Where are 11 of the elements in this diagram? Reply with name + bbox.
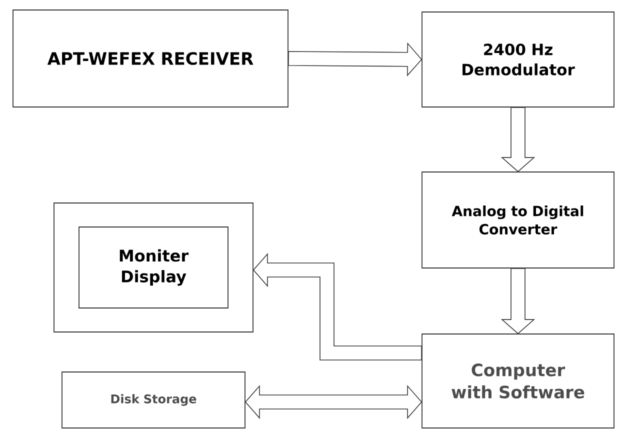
storage-box: Disk Storage: [62, 372, 246, 428]
block-arrow: [244, 384, 422, 420]
block-arrow: [252, 252, 422, 360]
process-box: Analog to Digital Converter: [422, 172, 614, 268]
process-box: APT-WEFEX RECEIVER: [12, 10, 288, 108]
block-arrow: [500, 107, 536, 172]
display-box: Moniter Display: [78, 226, 228, 308]
block-arrow: [288, 42, 422, 76]
block-arrow: [500, 268, 536, 334]
process-box: Computer with Software: [422, 334, 614, 428]
process-box: 2400 Hz Demodulator: [422, 12, 614, 108]
